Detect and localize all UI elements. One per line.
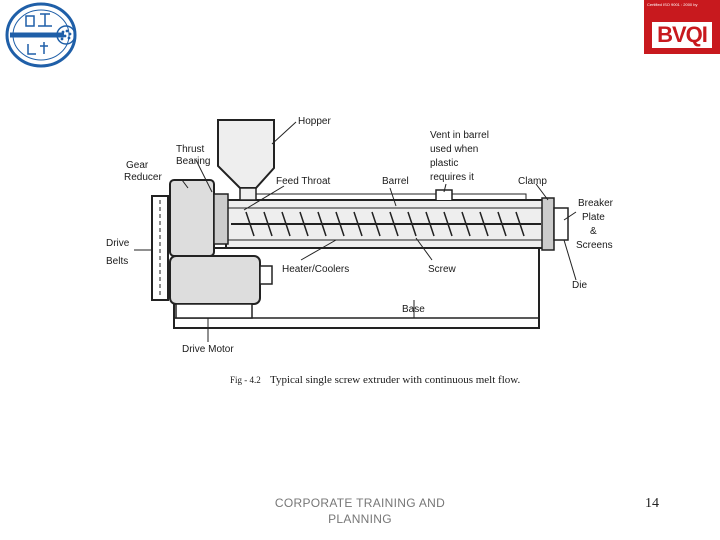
label-breaker-4: Screens <box>576 240 613 251</box>
label-vent: Vent in barrel <box>430 130 489 141</box>
label-vent-2: used when <box>430 144 478 155</box>
label-hopper: Hopper <box>298 116 331 127</box>
footer-text: CORPORATE TRAINING AND PLANNING <box>270 495 450 527</box>
label-breaker-3: & <box>590 226 597 237</box>
label-clamp: Clamp <box>518 176 547 187</box>
screw-flights <box>245 211 525 237</box>
bvqi-certification-logo: Certified ISO 9001 : 2000 by BVQI <box>644 0 720 54</box>
clamp-shape <box>541 197 555 251</box>
drive-belts-shape <box>151 195 169 301</box>
hopper-shape <box>217 119 275 189</box>
label-drive-motor: Drive Motor <box>182 344 234 355</box>
label-base: Base <box>402 304 425 315</box>
company-logo-icon <box>5 2 77 68</box>
footer-line-2: PLANNING <box>328 512 392 526</box>
figure-caption: Typical single screw extruder with conti… <box>270 374 520 386</box>
label-barrel: Barrel <box>382 176 409 187</box>
label-drive-belts-2: Belts <box>106 256 128 267</box>
label-vent-4: requires it <box>430 172 474 183</box>
figure-number: Fig - 4.2 <box>230 375 261 385</box>
extruder-diagram: Hopper Thrust Bearing Gear Reducer Feed … <box>106 116 614 386</box>
footer-line-1: CORPORATE TRAINING AND <box>274 496 446 510</box>
label-feed-throat: Feed Throat <box>276 176 331 187</box>
label-drive-belts: Drive <box>106 238 130 249</box>
label-breaker: Breaker <box>578 198 614 209</box>
gear-reducer-box <box>169 179 215 257</box>
label-breaker-2: Plate <box>582 212 605 223</box>
label-vent-3: plastic <box>430 158 458 169</box>
label-heater-coolers: Heater/Coolers <box>282 264 349 275</box>
label-thrust-bearing-2: Bearing <box>176 156 210 167</box>
die-shape <box>553 207 569 241</box>
label-gear-reducer-2: Reducer <box>124 172 162 183</box>
bvqi-brand: BVQI <box>652 22 712 48</box>
drive-motor-shape <box>169 255 261 305</box>
certification-text: Certified ISO 9001 : 2000 by <box>647 2 698 7</box>
label-gear-reducer: Gear <box>126 160 149 171</box>
label-thrust-bearing: Thrust <box>176 144 205 155</box>
label-die: Die <box>572 280 587 291</box>
label-screw: Screw <box>428 264 457 275</box>
page-number: 14 <box>645 496 659 511</box>
